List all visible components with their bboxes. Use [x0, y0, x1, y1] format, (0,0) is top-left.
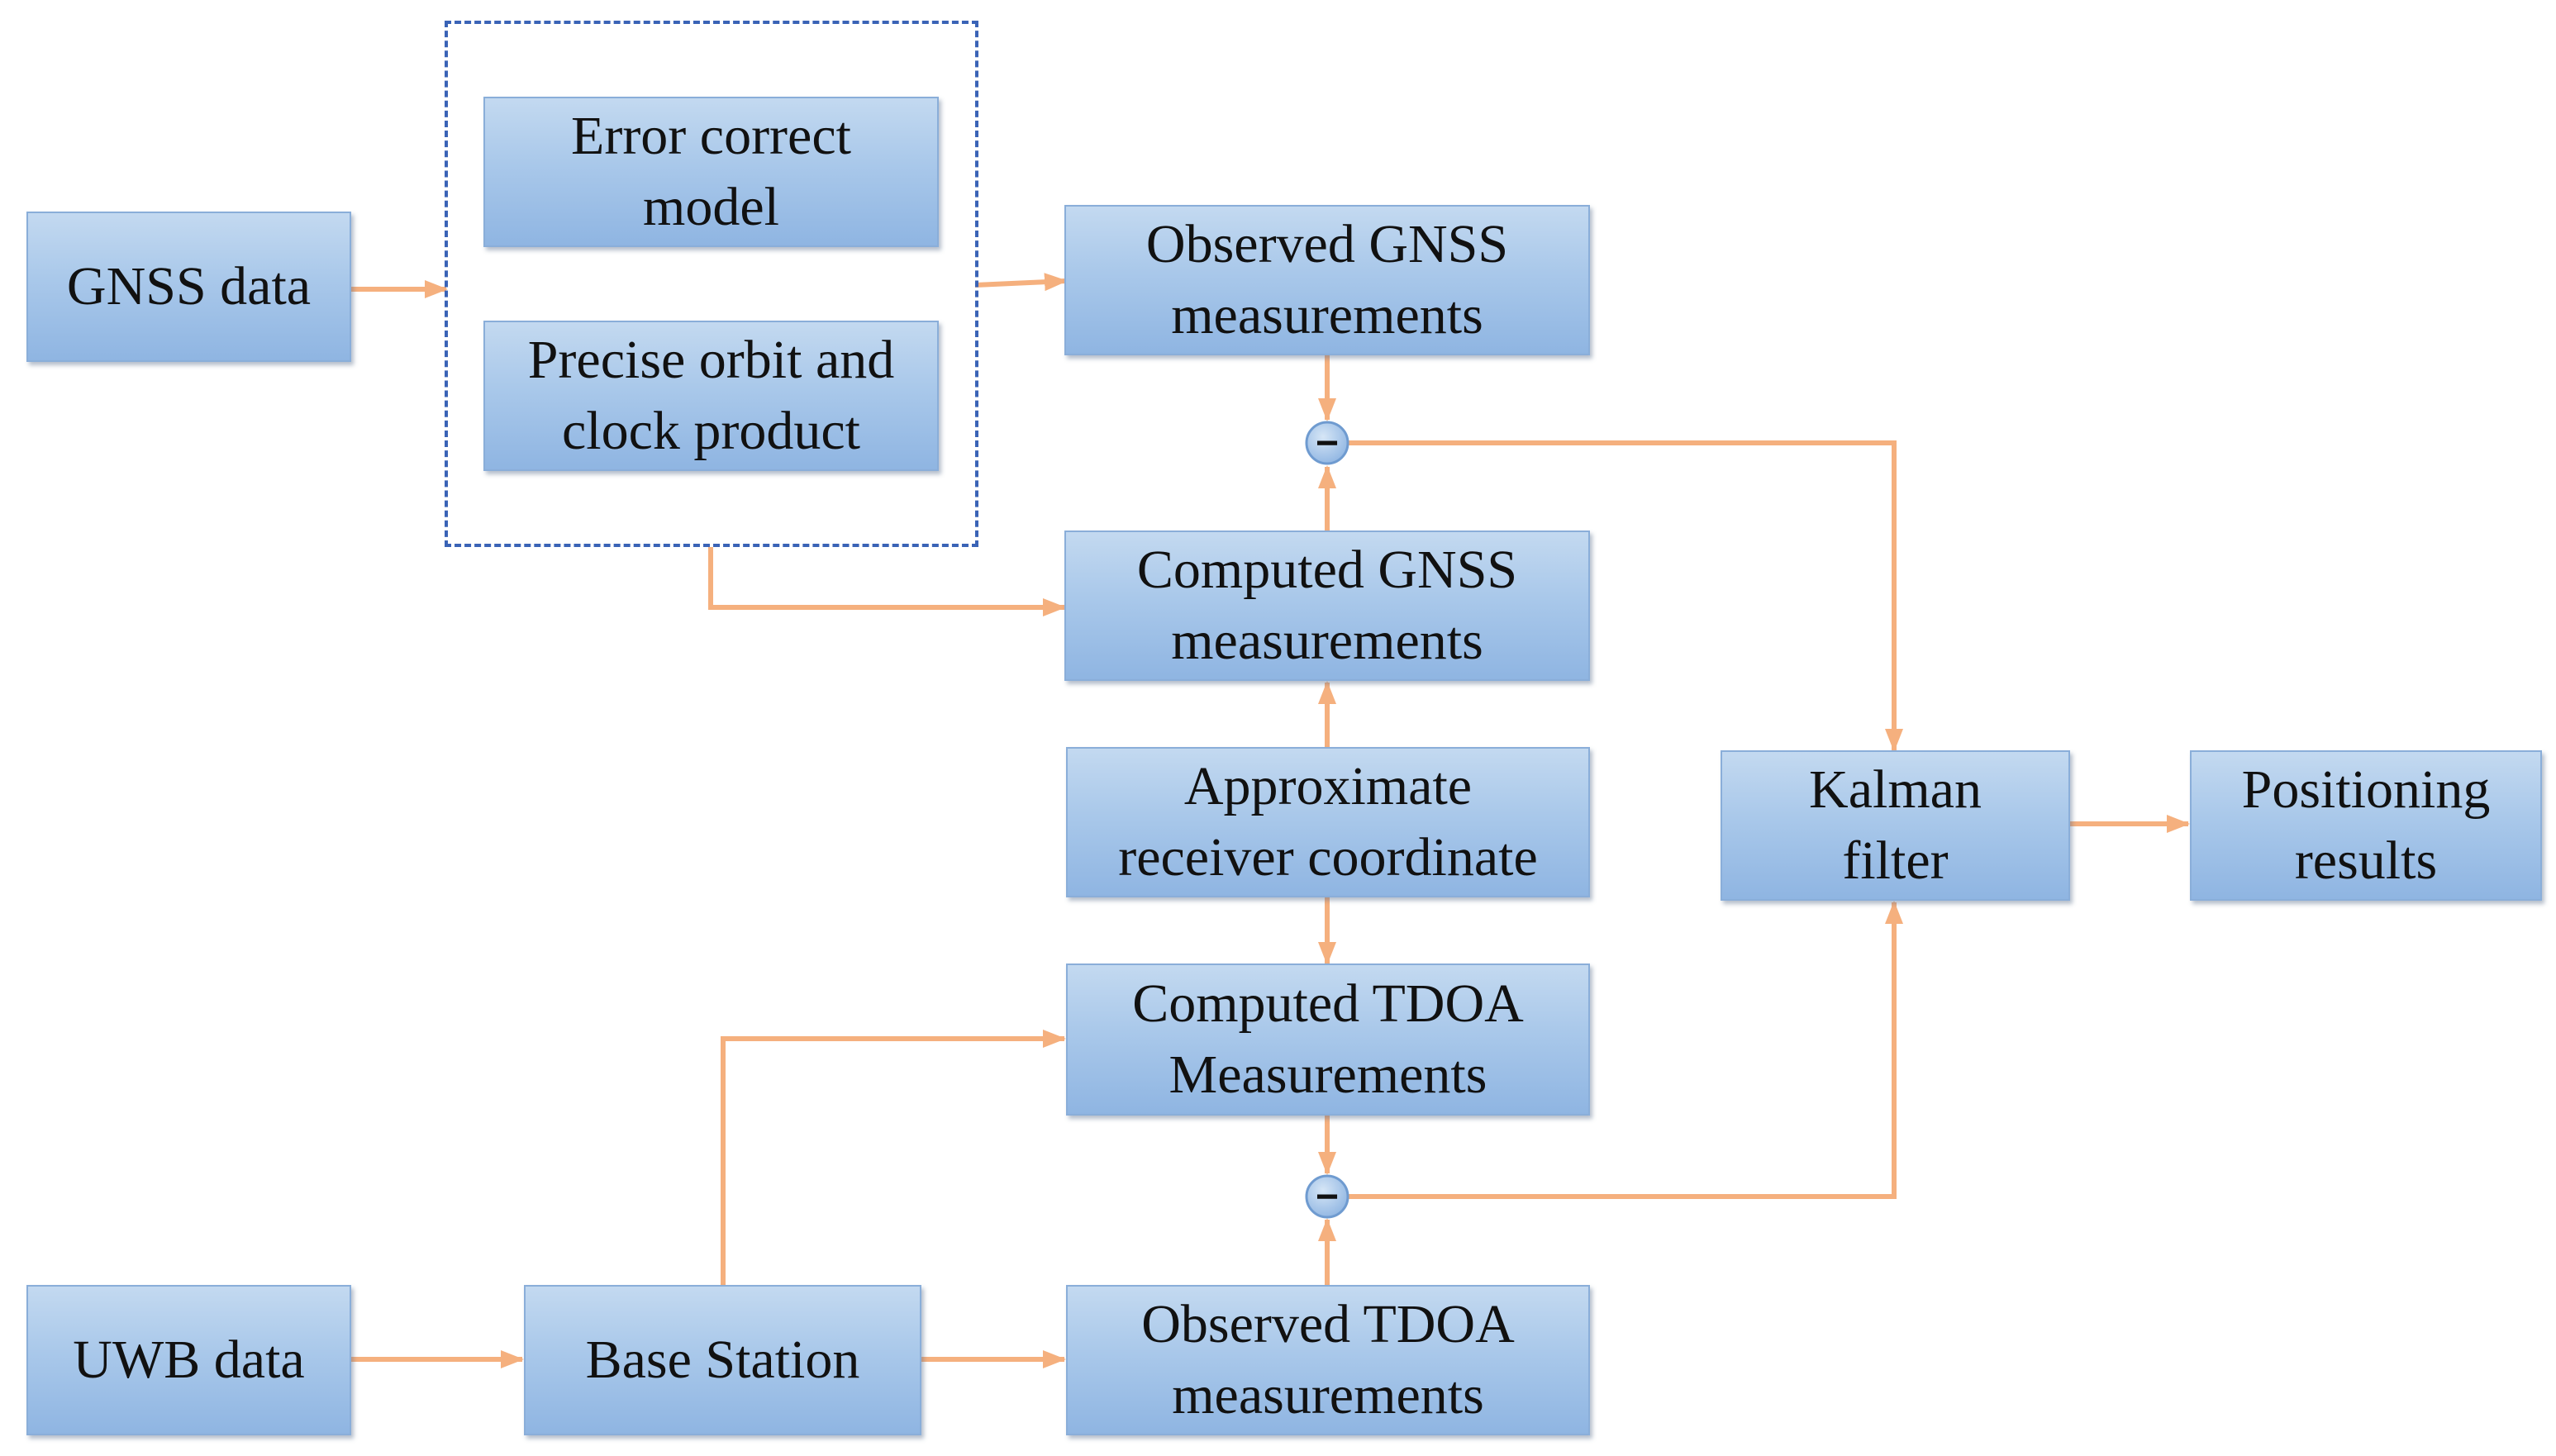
arrow-base-to-computed-tdoa	[721, 1030, 1066, 1285]
arrow-correction-to-computed-gnss	[708, 547, 1066, 616]
computed-tdoa-node: Computed TDOA Measurements	[1066, 964, 1590, 1116]
positioning-results-node: Positioning results	[2190, 750, 2542, 901]
minus-operator-tdoa: −	[1316, 1175, 1339, 1219]
base-station-node: Base Station	[524, 1285, 921, 1435]
error-correct-model-node: Error correct model	[483, 97, 939, 247]
uwb-data-node: UWB data	[26, 1285, 351, 1435]
minus-node-gnss: −	[1305, 421, 1349, 465]
precise-orbit-clock-node: Precise orbit and clock product	[483, 321, 939, 471]
arrow-minus-tdoa-to-kalman	[1349, 901, 1903, 1199]
minus-operator-gnss: −	[1316, 421, 1339, 465]
observed-tdoa-node: Observed TDOA measurements	[1066, 1285, 1590, 1435]
approx-receiver-coordinate-node: Approximate receiver coordinate	[1066, 747, 1590, 897]
gnss-data-node: GNSS data	[26, 212, 351, 362]
arrow-minus-gnss-to-kalman	[1349, 440, 1903, 752]
kalman-filter-node: Kalman filter	[1721, 750, 2070, 901]
observed-gnss-node: Observed GNSS measurements	[1064, 205, 1590, 355]
computed-gnss-node: Computed GNSS measurements	[1064, 531, 1590, 681]
minus-node-tdoa: −	[1305, 1174, 1349, 1219]
correction-group-border	[445, 21, 978, 547]
arrow-correction-to-observed-gnss	[974, 273, 1068, 292]
